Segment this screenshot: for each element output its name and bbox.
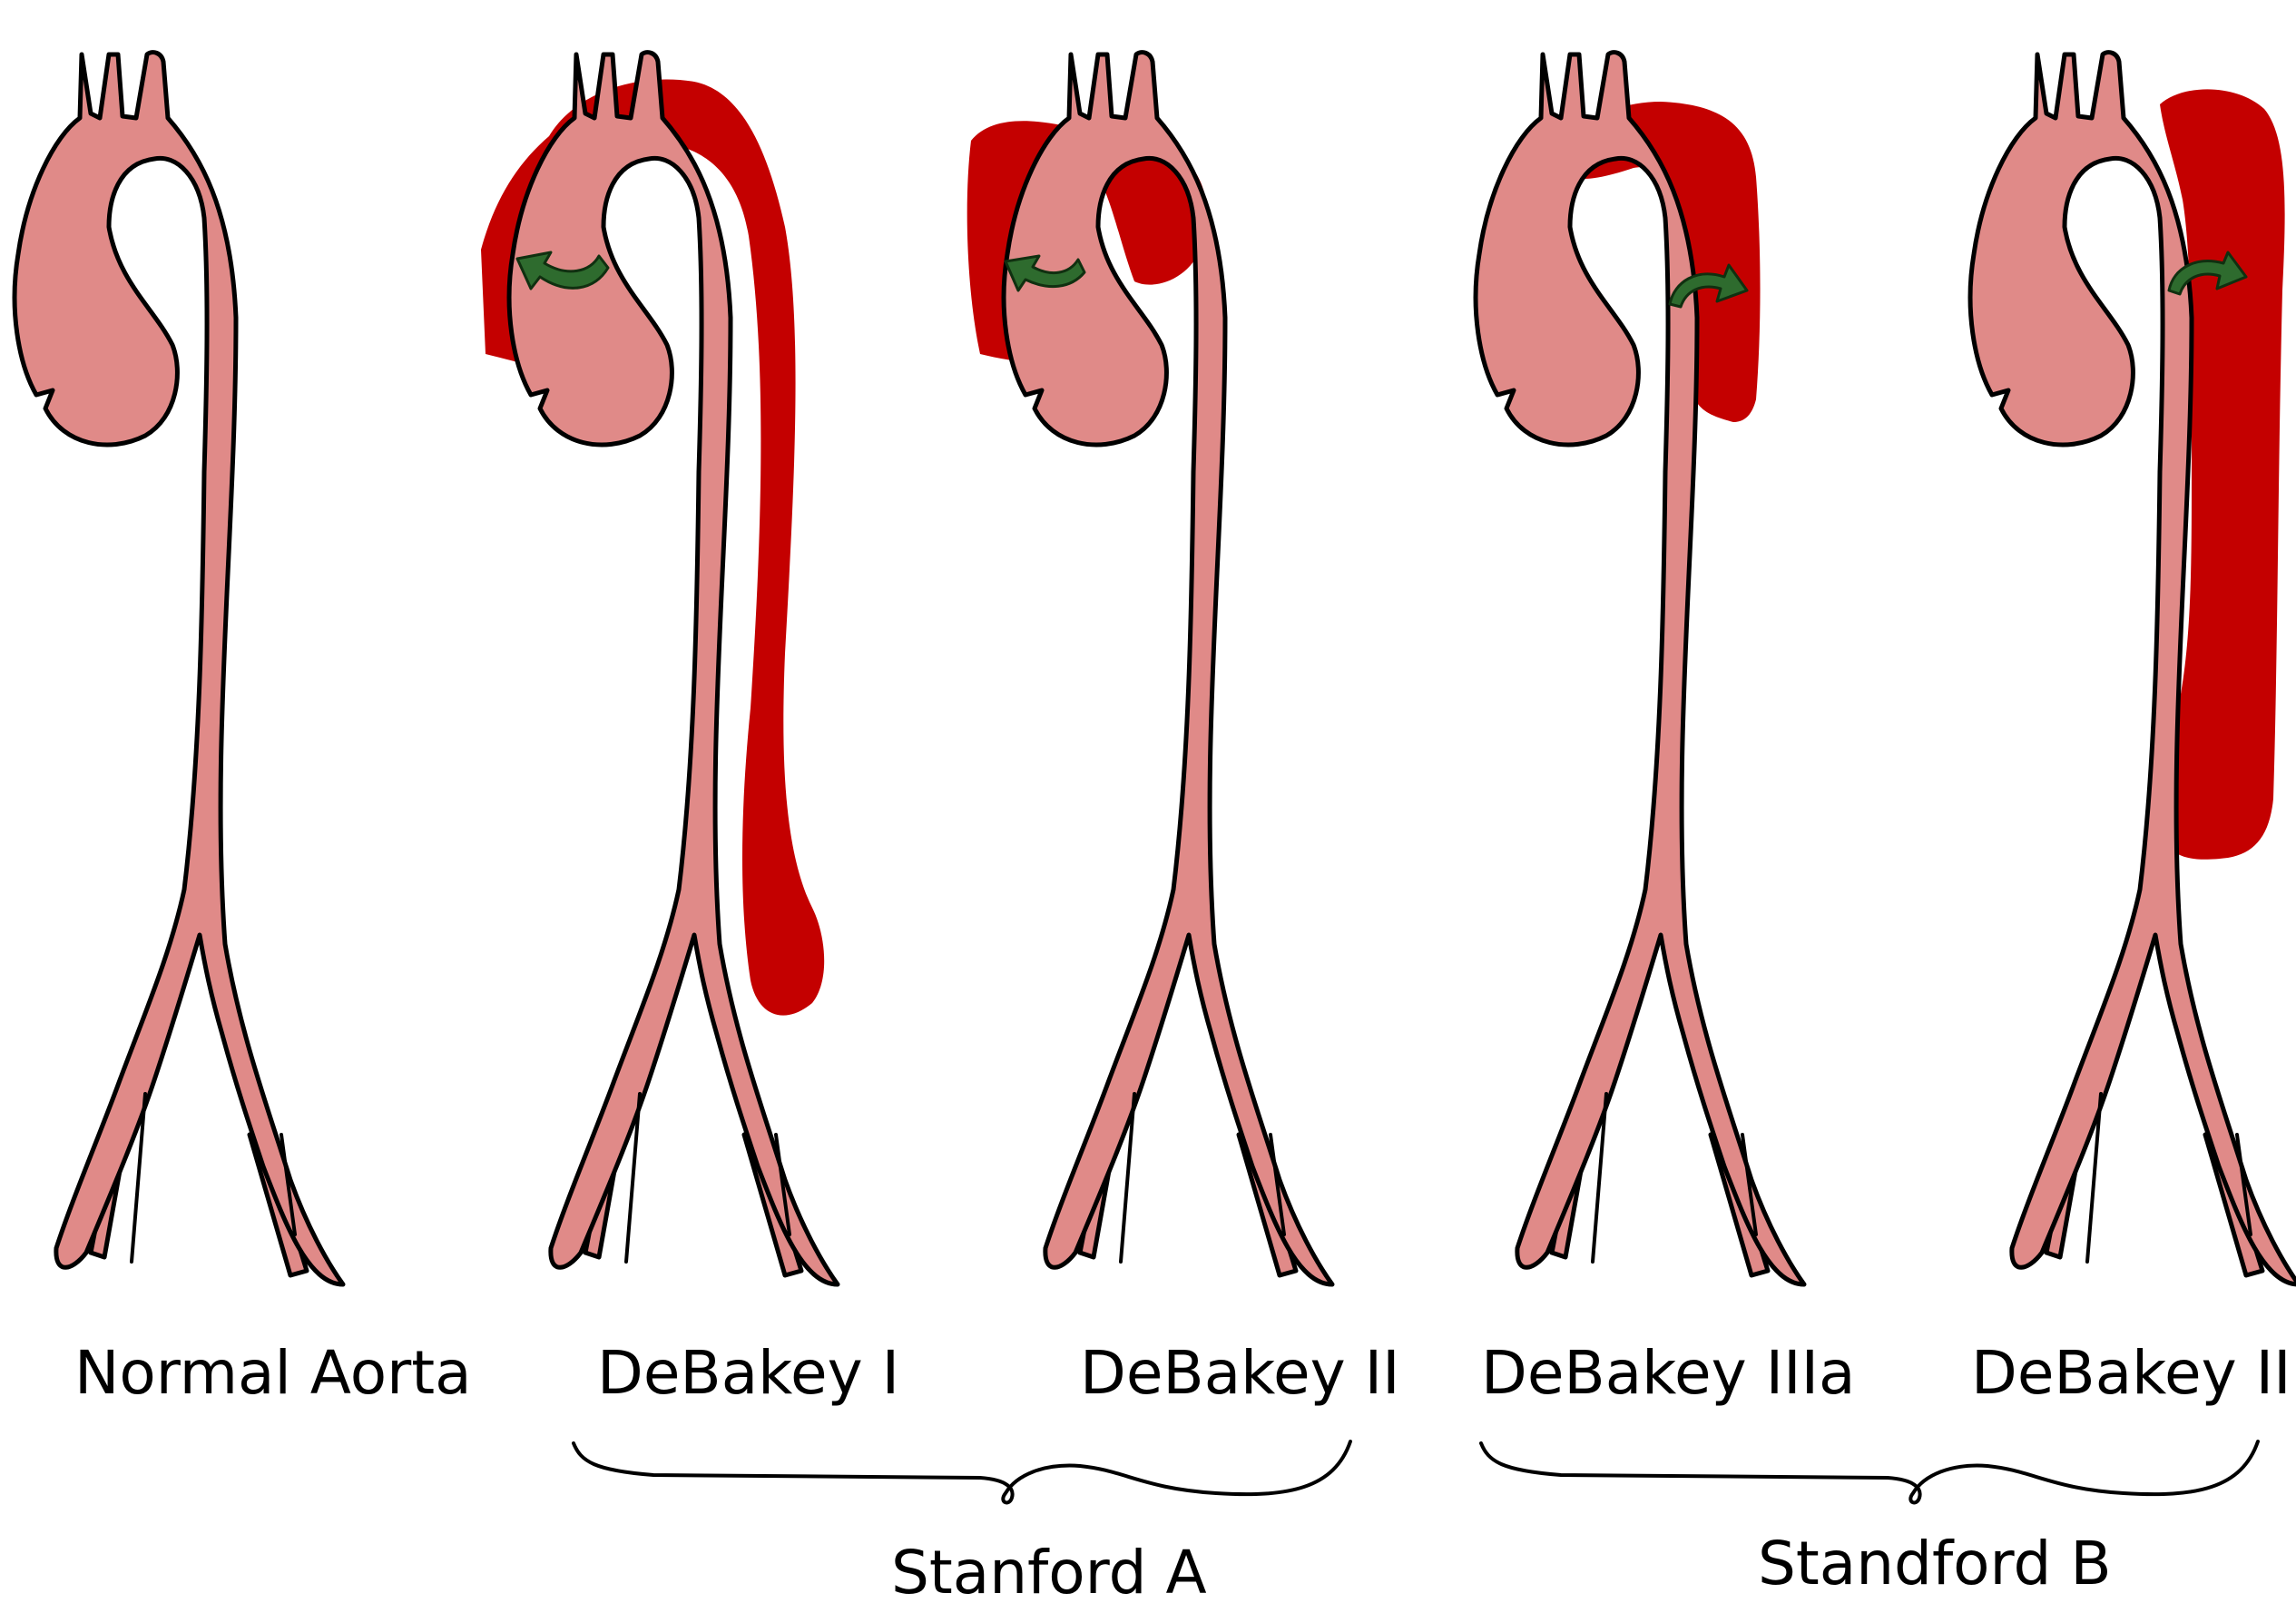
normal-aorta-vessel xyxy=(15,53,343,1284)
label-debakey-3b: DeBakey IIIb xyxy=(1971,1338,2296,1408)
dissection-debakey-3a xyxy=(1565,102,1761,422)
label-debakey-3a: DeBakey IIIa xyxy=(1481,1338,1856,1408)
entry-tear-arrow-debakey-3a xyxy=(1668,263,1749,309)
panel-debakey-2 xyxy=(966,53,1332,1284)
entry-tear-arrow-debakey-2 xyxy=(1004,254,1086,292)
label-stanford-a: Stanford A xyxy=(891,1538,1207,1608)
brace-stanford-a xyxy=(572,1440,1352,1505)
debakey-1-vessel xyxy=(509,53,838,1284)
label-normal-aorta: Normal Aorta xyxy=(74,1338,472,1408)
panel-debakey-3b xyxy=(1970,53,2296,1284)
label-stanford-b: Standford B xyxy=(1758,1529,2112,1598)
label-debakey-1: DeBakey I xyxy=(597,1338,899,1408)
panel-debakey-1 xyxy=(481,53,838,1284)
entry-tear-arrow-debakey-3b xyxy=(2167,251,2248,296)
panel-debakey-3a xyxy=(1476,53,1804,1284)
panel-normal-aorta xyxy=(15,53,343,1284)
brace-stanford-b xyxy=(1479,1440,2260,1505)
label-debakey-2: DeBakey II xyxy=(1080,1338,1400,1408)
entry-tear-arrow-debakey-1 xyxy=(515,251,610,290)
